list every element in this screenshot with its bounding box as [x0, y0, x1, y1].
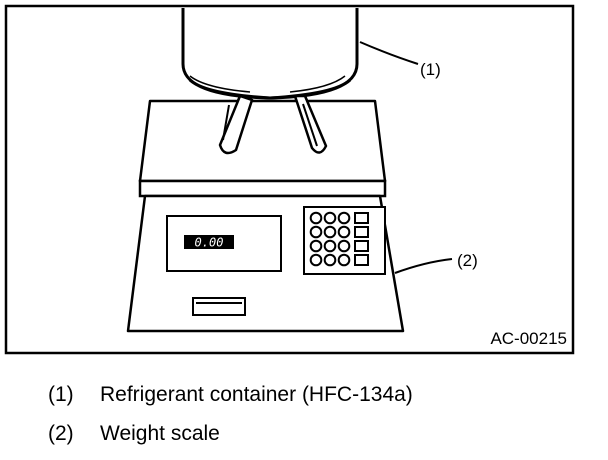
- callout-1: (1): [420, 60, 441, 79]
- display-readout: 0.00: [195, 236, 224, 250]
- printer-slot: [192, 297, 246, 316]
- legend-text: Weight scale: [100, 422, 220, 445]
- callout-2: (2): [457, 251, 478, 270]
- legend-item-2: (2) Weight scale: [48, 422, 220, 446]
- legend-number: (1): [48, 383, 74, 406]
- leader-lines: [359, 41, 453, 274]
- legend-text: Refrigerant container (HFC-134a): [100, 383, 413, 406]
- keypad-keys: [309, 211, 369, 267]
- display-screen: [184, 235, 234, 249]
- legend-item-1: (1) Refrigerant container (HFC-134a): [48, 383, 413, 407]
- weight-scale: 0.00: [126, 78, 405, 333]
- figure-code: AC-00215: [490, 329, 567, 348]
- legend-number: (2): [48, 422, 74, 445]
